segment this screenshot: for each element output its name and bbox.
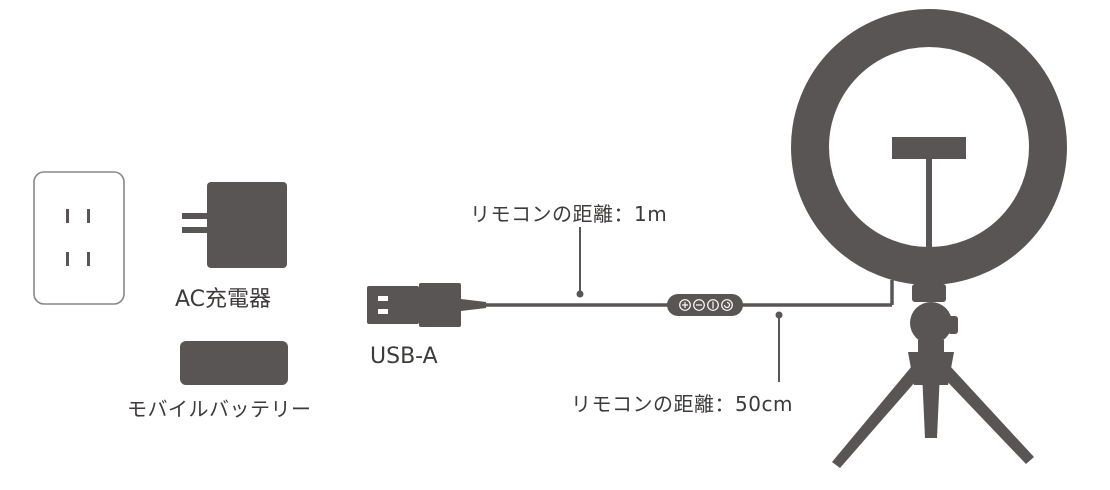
usb-cable [486, 280, 894, 307]
remote-distance-pointers [576, 227, 783, 382]
remote-button-plus-icon [679, 299, 691, 311]
tripod-icon [832, 352, 1034, 468]
mobile-battery-label: モバイルバッテリー [127, 397, 312, 421]
ac-charger-icon [182, 182, 287, 268]
remote-controller-icon [667, 294, 743, 316]
mobile-battery-icon [180, 341, 288, 385]
usb-a-label: USB-A [370, 344, 438, 369]
ball-head-mount-icon [910, 275, 958, 362]
remote-button-mode-icon [721, 299, 733, 311]
remote-distance-50cm-label: リモコンの距離：50cm [571, 392, 793, 416]
wall-outlet-icon [33, 171, 125, 305]
remote-button-power-icon [707, 299, 719, 311]
ac-charger-label: AC充電器 [175, 287, 272, 312]
ring-light-icon [791, 9, 1067, 285]
usb-a-plug-icon [367, 283, 486, 327]
remote-distance-1m-label: リモコンの距離：1m [470, 202, 668, 226]
remote-button-minus-icon [693, 299, 705, 311]
